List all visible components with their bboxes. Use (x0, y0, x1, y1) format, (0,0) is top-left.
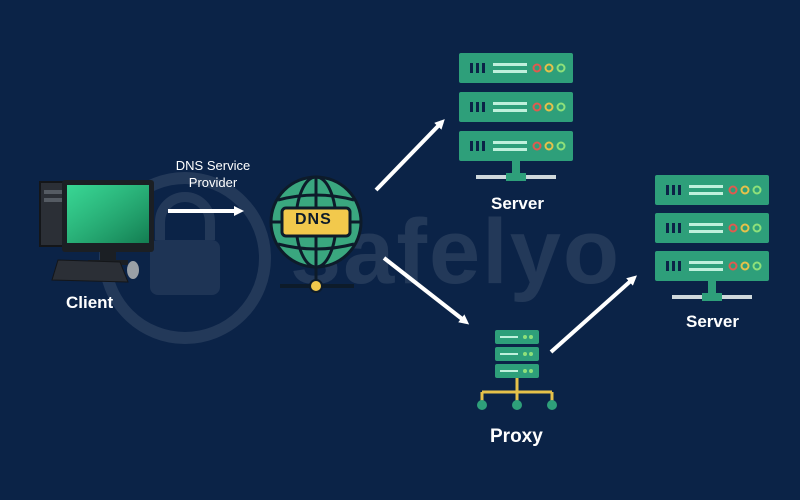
proxy-label: Proxy (490, 426, 543, 447)
arrow-proxy-to-server-right (549, 275, 637, 354)
client-label: Client (66, 293, 114, 312)
server-top-label: Server (491, 194, 544, 213)
dns-badge-text: DNS (295, 211, 332, 228)
server-right-label: Server (686, 312, 739, 331)
dns-service-provider-caption: DNS Service Provider (163, 157, 263, 191)
caption-line-1: DNS Service (175, 158, 251, 173)
arrow-dns-to-proxy (382, 256, 470, 325)
arrow-dns-to-server-top (374, 119, 445, 192)
caption-line-2: Provider (188, 175, 238, 190)
